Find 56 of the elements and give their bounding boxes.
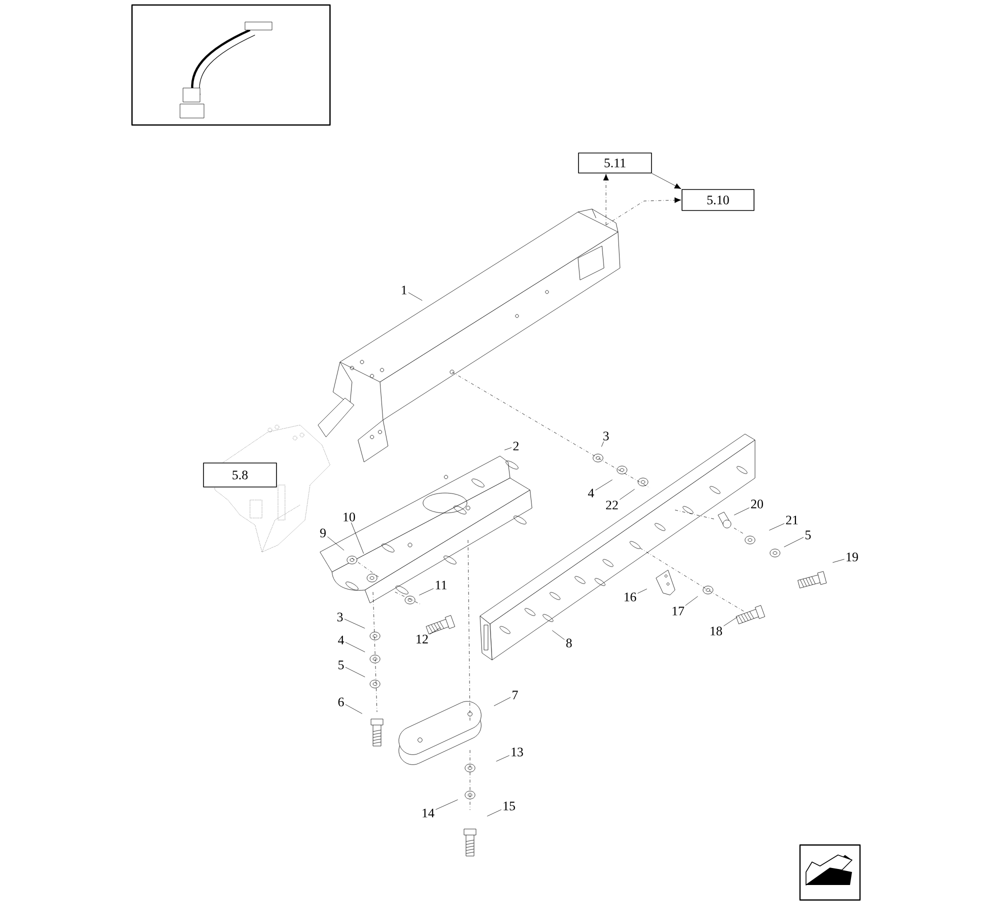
callout-number: 1 [402, 286, 406, 294]
reference-box: 5.11 [578, 152, 652, 174]
leader-line [345, 667, 366, 678]
callout-number: 11 [436, 580, 446, 590]
leader-line [638, 588, 648, 594]
leader-line [327, 536, 344, 550]
callout-number: 12 [416, 634, 428, 644]
callout-number: 7 [512, 690, 518, 700]
arrow [606, 197, 682, 226]
leader-line [552, 630, 565, 640]
callout-number: 22 [606, 500, 618, 510]
leader-line [595, 480, 613, 490]
callout-number: 3 [603, 432, 609, 440]
callout-number: 18 [710, 626, 722, 636]
leader-line [496, 755, 510, 762]
leader-line [486, 809, 502, 816]
leader-line [734, 508, 750, 516]
callout-number: 9 [320, 528, 326, 538]
leader-line [724, 616, 738, 626]
callout-number: 21 [786, 516, 798, 524]
leader-line [504, 447, 512, 450]
callout-number: 14 [422, 808, 434, 818]
leader-line [345, 642, 366, 652]
callout-number: 4 [338, 636, 344, 644]
leader-line [345, 704, 362, 714]
callout-number: 15 [504, 802, 515, 810]
callout-number: 19 [846, 552, 858, 562]
leader-line [494, 697, 511, 706]
callout-number: 5 [338, 660, 344, 670]
callout-number: 13 [512, 748, 523, 756]
callout-number: 20 [751, 500, 764, 508]
leader-line [601, 441, 604, 447]
leader-line [436, 799, 458, 810]
callout-number: 17 [672, 606, 684, 616]
reference-box: 5.8 [203, 462, 277, 488]
leader-line [418, 588, 434, 596]
leader-line [784, 537, 804, 548]
callout-number: 10 [344, 512, 356, 522]
leader-line [832, 559, 844, 563]
callout-number: 8 [566, 638, 572, 648]
leader-line [344, 618, 366, 628]
callout-number: 3 [337, 612, 343, 622]
leader-line [351, 522, 364, 554]
leader-line [769, 523, 784, 530]
callout-number: 5 [806, 530, 811, 540]
leader-line [430, 628, 441, 634]
callout-number: 16 [624, 592, 636, 602]
callout-number: 4 [588, 488, 594, 498]
arrow [603, 174, 609, 226]
callout-number: 2 [513, 442, 519, 450]
leader-line [685, 596, 698, 606]
leader-line [408, 292, 422, 301]
arrow [652, 173, 682, 189]
leader-line [620, 488, 635, 500]
callout-number: 6 [338, 698, 344, 706]
reference-box: 5.10 [682, 189, 754, 211]
